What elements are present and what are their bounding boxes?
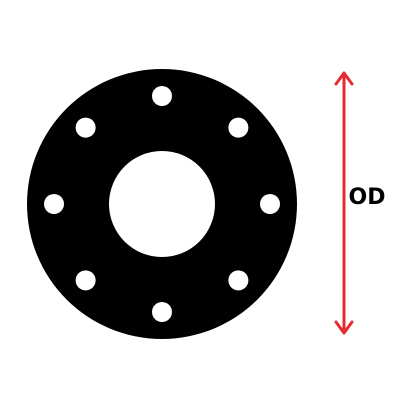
bolt-hole: [260, 194, 280, 214]
gasket-body: [27, 69, 297, 339]
od-label: OD: [349, 185, 386, 210]
bolt-hole: [152, 302, 172, 322]
bolt-hole: [75, 117, 96, 138]
bolt-hole: [44, 194, 64, 214]
bolt-hole: [228, 117, 249, 138]
bolt-hole: [75, 270, 96, 291]
od-arrowhead-top: [334, 71, 354, 86]
od-dimension-arrow: [334, 71, 354, 335]
bolt-hole: [152, 86, 172, 106]
bolt-hole: [228, 270, 249, 291]
bolt-holes: [44, 86, 280, 322]
od-arrowhead-bottom: [334, 320, 354, 335]
